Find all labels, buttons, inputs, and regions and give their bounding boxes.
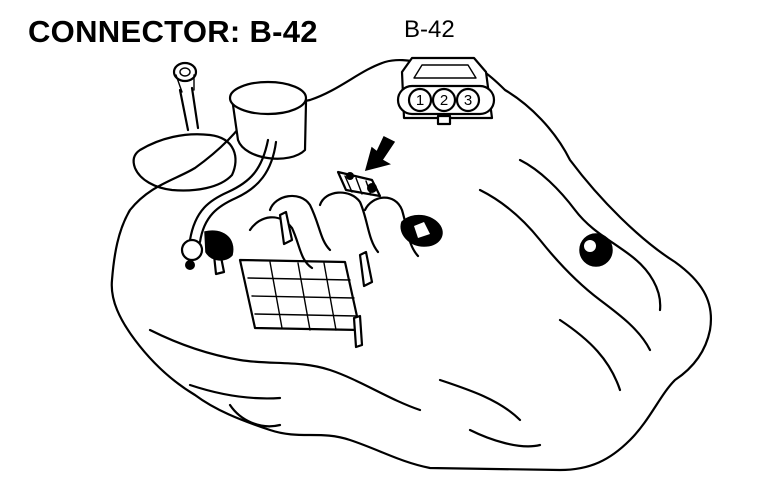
pin-3 (455, 87, 481, 113)
pin-2-label: 2 (440, 92, 448, 109)
connector-pinout-diagram: 1 2 3 (396, 56, 496, 126)
vacuum-hose (188, 138, 278, 244)
intake-runners (248, 191, 420, 270)
connector-b42-location (336, 170, 382, 198)
pin-1 (407, 87, 433, 113)
diagram-title: CONNECTOR: B-42 (28, 14, 318, 49)
pin-2 (431, 87, 457, 113)
valve-cover-left (132, 133, 237, 192)
center-sensor (400, 214, 443, 247)
lower-contours (148, 328, 542, 448)
connector-pointer-arrow (364, 135, 396, 172)
engine-body-outline (110, 58, 713, 472)
connector-latch (436, 114, 452, 126)
connector-callout-label: B-42 (404, 16, 455, 43)
right-housing (478, 158, 662, 392)
right-sensor (579, 233, 613, 267)
pin-3-label: 3 (464, 92, 472, 109)
oil-filler-tube (178, 86, 200, 132)
left-sensor (180, 230, 234, 270)
oil-filler-cap (172, 61, 198, 83)
pin-1-label: 1 (416, 92, 424, 109)
manifold-lattice (238, 258, 362, 332)
